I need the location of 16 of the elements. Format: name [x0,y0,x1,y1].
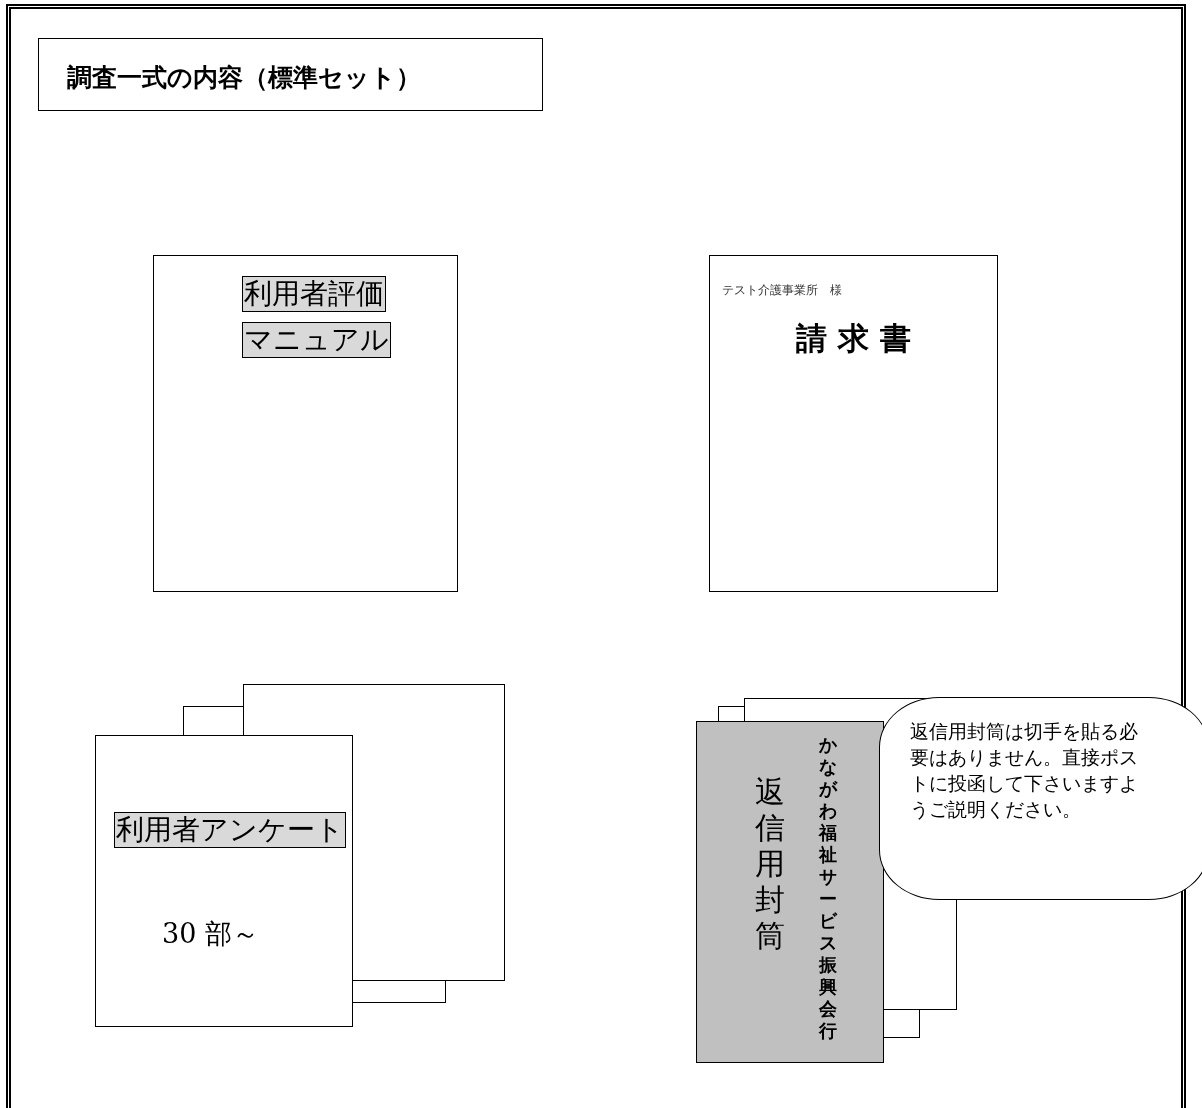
invoice-sheet [709,255,998,592]
document-label: 利用者評価 [242,276,386,312]
callout-bubble [879,697,1202,900]
return-envelope [696,721,884,1063]
title-box [38,38,543,111]
address-text: かながわ福祉サービス振興会行 [817,734,839,1042]
callout-text: 返信用封筒は切手を貼る必要はありません。直接ポストに投函して下さいますようご説明ください。 [910,719,1139,822]
document-label: マニュアル [242,322,391,358]
envelope-label: 返信用封筒 [754,774,786,954]
title-text: 調査一式の内容（標準セット） [67,62,421,94]
copies-text: 30 部～ [162,917,259,951]
document-label: 利用者アンケート [114,812,346,848]
questionnaire-sheet [95,735,353,1027]
document-title: 請 求 書 [795,319,912,358]
manual-sheet [153,255,458,592]
addressee-text: テスト介護事業所 様 [722,282,842,299]
